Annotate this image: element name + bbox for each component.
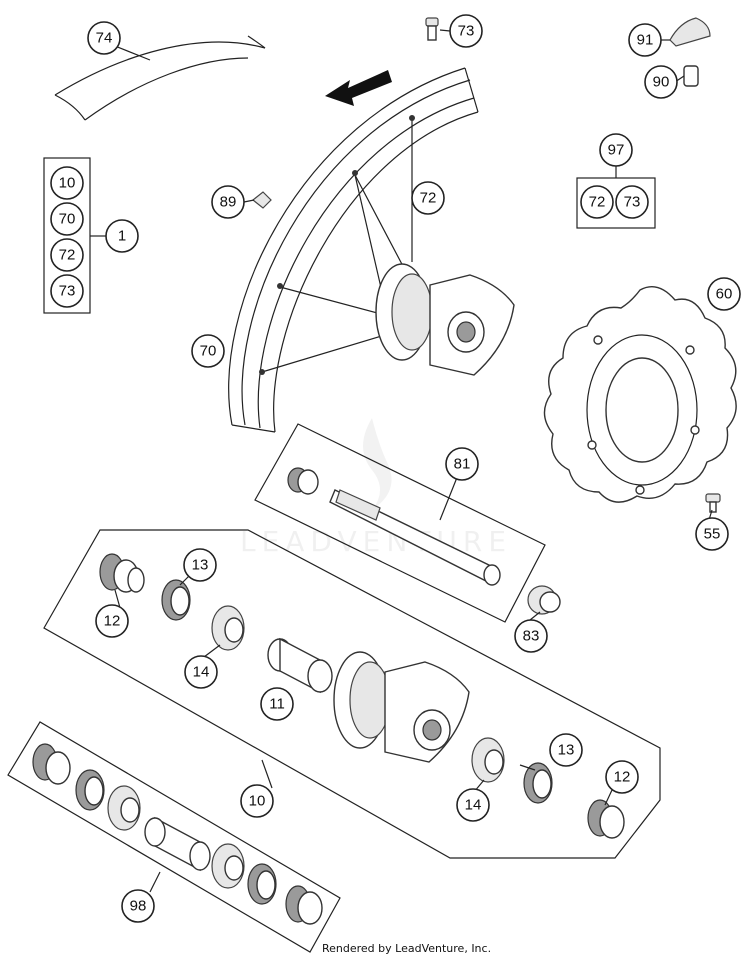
svg-text:89: 89 <box>220 194 237 211</box>
callout-14-left: 14 <box>184 655 218 689</box>
credit-text: Rendered by LeadVenture, Inc. <box>322 942 492 955</box>
svg-text:10: 10 <box>59 175 76 192</box>
callout-13-left: 13 <box>183 548 217 582</box>
bearing-kit-box <box>7 721 341 953</box>
svg-text:55: 55 <box>704 526 721 543</box>
callout-91: 91 <box>628 23 662 57</box>
spoke-nipple-top <box>425 17 439 41</box>
axle-nut <box>527 585 561 615</box>
svg-text:83: 83 <box>523 628 540 645</box>
brake-disc <box>543 286 737 503</box>
svg-text:72: 72 <box>589 194 606 211</box>
callout-83: 83 <box>514 619 548 653</box>
disc-bolt <box>705 493 721 513</box>
spoke-nipple <box>252 191 272 209</box>
spacer-sleeve <box>267 637 333 694</box>
svg-text:11: 11 <box>269 696 285 713</box>
svg-text:73: 73 <box>59 283 76 300</box>
callout-97-73: 73 <box>615 185 649 219</box>
svg-text:97: 97 <box>608 142 625 159</box>
valve-parts <box>669 17 711 87</box>
callout-73-top: 73 <box>449 14 483 48</box>
svg-text:70: 70 <box>200 343 217 360</box>
rotation-arrow <box>325 70 392 106</box>
callout-1: 1 <box>105 219 139 253</box>
svg-text:13: 13 <box>558 742 575 759</box>
svg-text:14: 14 <box>193 664 210 681</box>
svg-text:72: 72 <box>59 247 76 264</box>
svg-text:72: 72 <box>420 190 437 207</box>
callout-1-70: 70 <box>50 202 84 236</box>
callout-55: 55 <box>695 517 729 551</box>
callout-98: 98 <box>121 889 155 923</box>
callout-12-left: 12 <box>95 604 129 638</box>
seal-right <box>587 799 625 839</box>
callouts: 74 73 91 90 97 72 73 1 10 70 72 73 89 72… <box>50 14 741 923</box>
watermark: LEADVENTURE <box>240 418 512 558</box>
axle <box>329 489 501 586</box>
svg-text:74: 74 <box>96 30 113 47</box>
watermark-text: LEADVENTURE <box>240 525 512 558</box>
seal-left <box>99 553 145 593</box>
callout-97: 97 <box>599 133 633 167</box>
callout-1-10: 10 <box>50 166 84 200</box>
svg-text:90: 90 <box>653 74 670 91</box>
callout-60: 60 <box>707 277 741 311</box>
svg-text:70: 70 <box>59 211 76 228</box>
svg-text:12: 12 <box>104 613 121 630</box>
callout-10: 10 <box>240 784 274 818</box>
callout-1-72: 72 <box>50 238 84 272</box>
svg-text:91: 91 <box>637 32 654 49</box>
callout-70: 70 <box>191 334 225 368</box>
svg-text:60: 60 <box>716 286 733 303</box>
axle-spacer <box>287 467 319 495</box>
svg-text:12: 12 <box>614 769 631 786</box>
svg-text:73: 73 <box>458 23 475 40</box>
hub <box>333 651 470 763</box>
callout-81: 81 <box>445 447 479 481</box>
callout-14-right: 14 <box>456 788 490 822</box>
callout-12-right: 12 <box>605 760 639 794</box>
svg-text:13: 13 <box>192 557 209 574</box>
spokes <box>261 120 413 373</box>
callout-13-right: 13 <box>549 733 583 767</box>
wheel-kit-box <box>43 157 106 314</box>
hub-assembled <box>375 263 515 376</box>
svg-text:81: 81 <box>454 456 471 473</box>
svg-text:10: 10 <box>249 793 266 810</box>
rim-tape <box>54 35 266 121</box>
callout-11: 11 <box>260 687 294 721</box>
callout-74: 74 <box>87 21 121 55</box>
seal-ring-right <box>523 762 553 804</box>
svg-text:98: 98 <box>130 898 147 915</box>
rim <box>228 67 479 433</box>
callout-90: 90 <box>644 65 678 99</box>
hub-assembly-box <box>43 529 661 859</box>
bearing-right <box>471 737 505 783</box>
svg-text:1: 1 <box>118 228 126 245</box>
axle-box <box>254 423 546 623</box>
callout-89: 89 <box>211 185 245 219</box>
callout-72: 72 <box>411 181 445 215</box>
svg-text:73: 73 <box>624 194 641 211</box>
callout-1-73: 73 <box>50 274 84 308</box>
svg-text:14: 14 <box>465 797 482 814</box>
bearing-left <box>211 605 245 651</box>
seal-ring-left <box>161 579 191 621</box>
callout-97-72: 72 <box>580 185 614 219</box>
